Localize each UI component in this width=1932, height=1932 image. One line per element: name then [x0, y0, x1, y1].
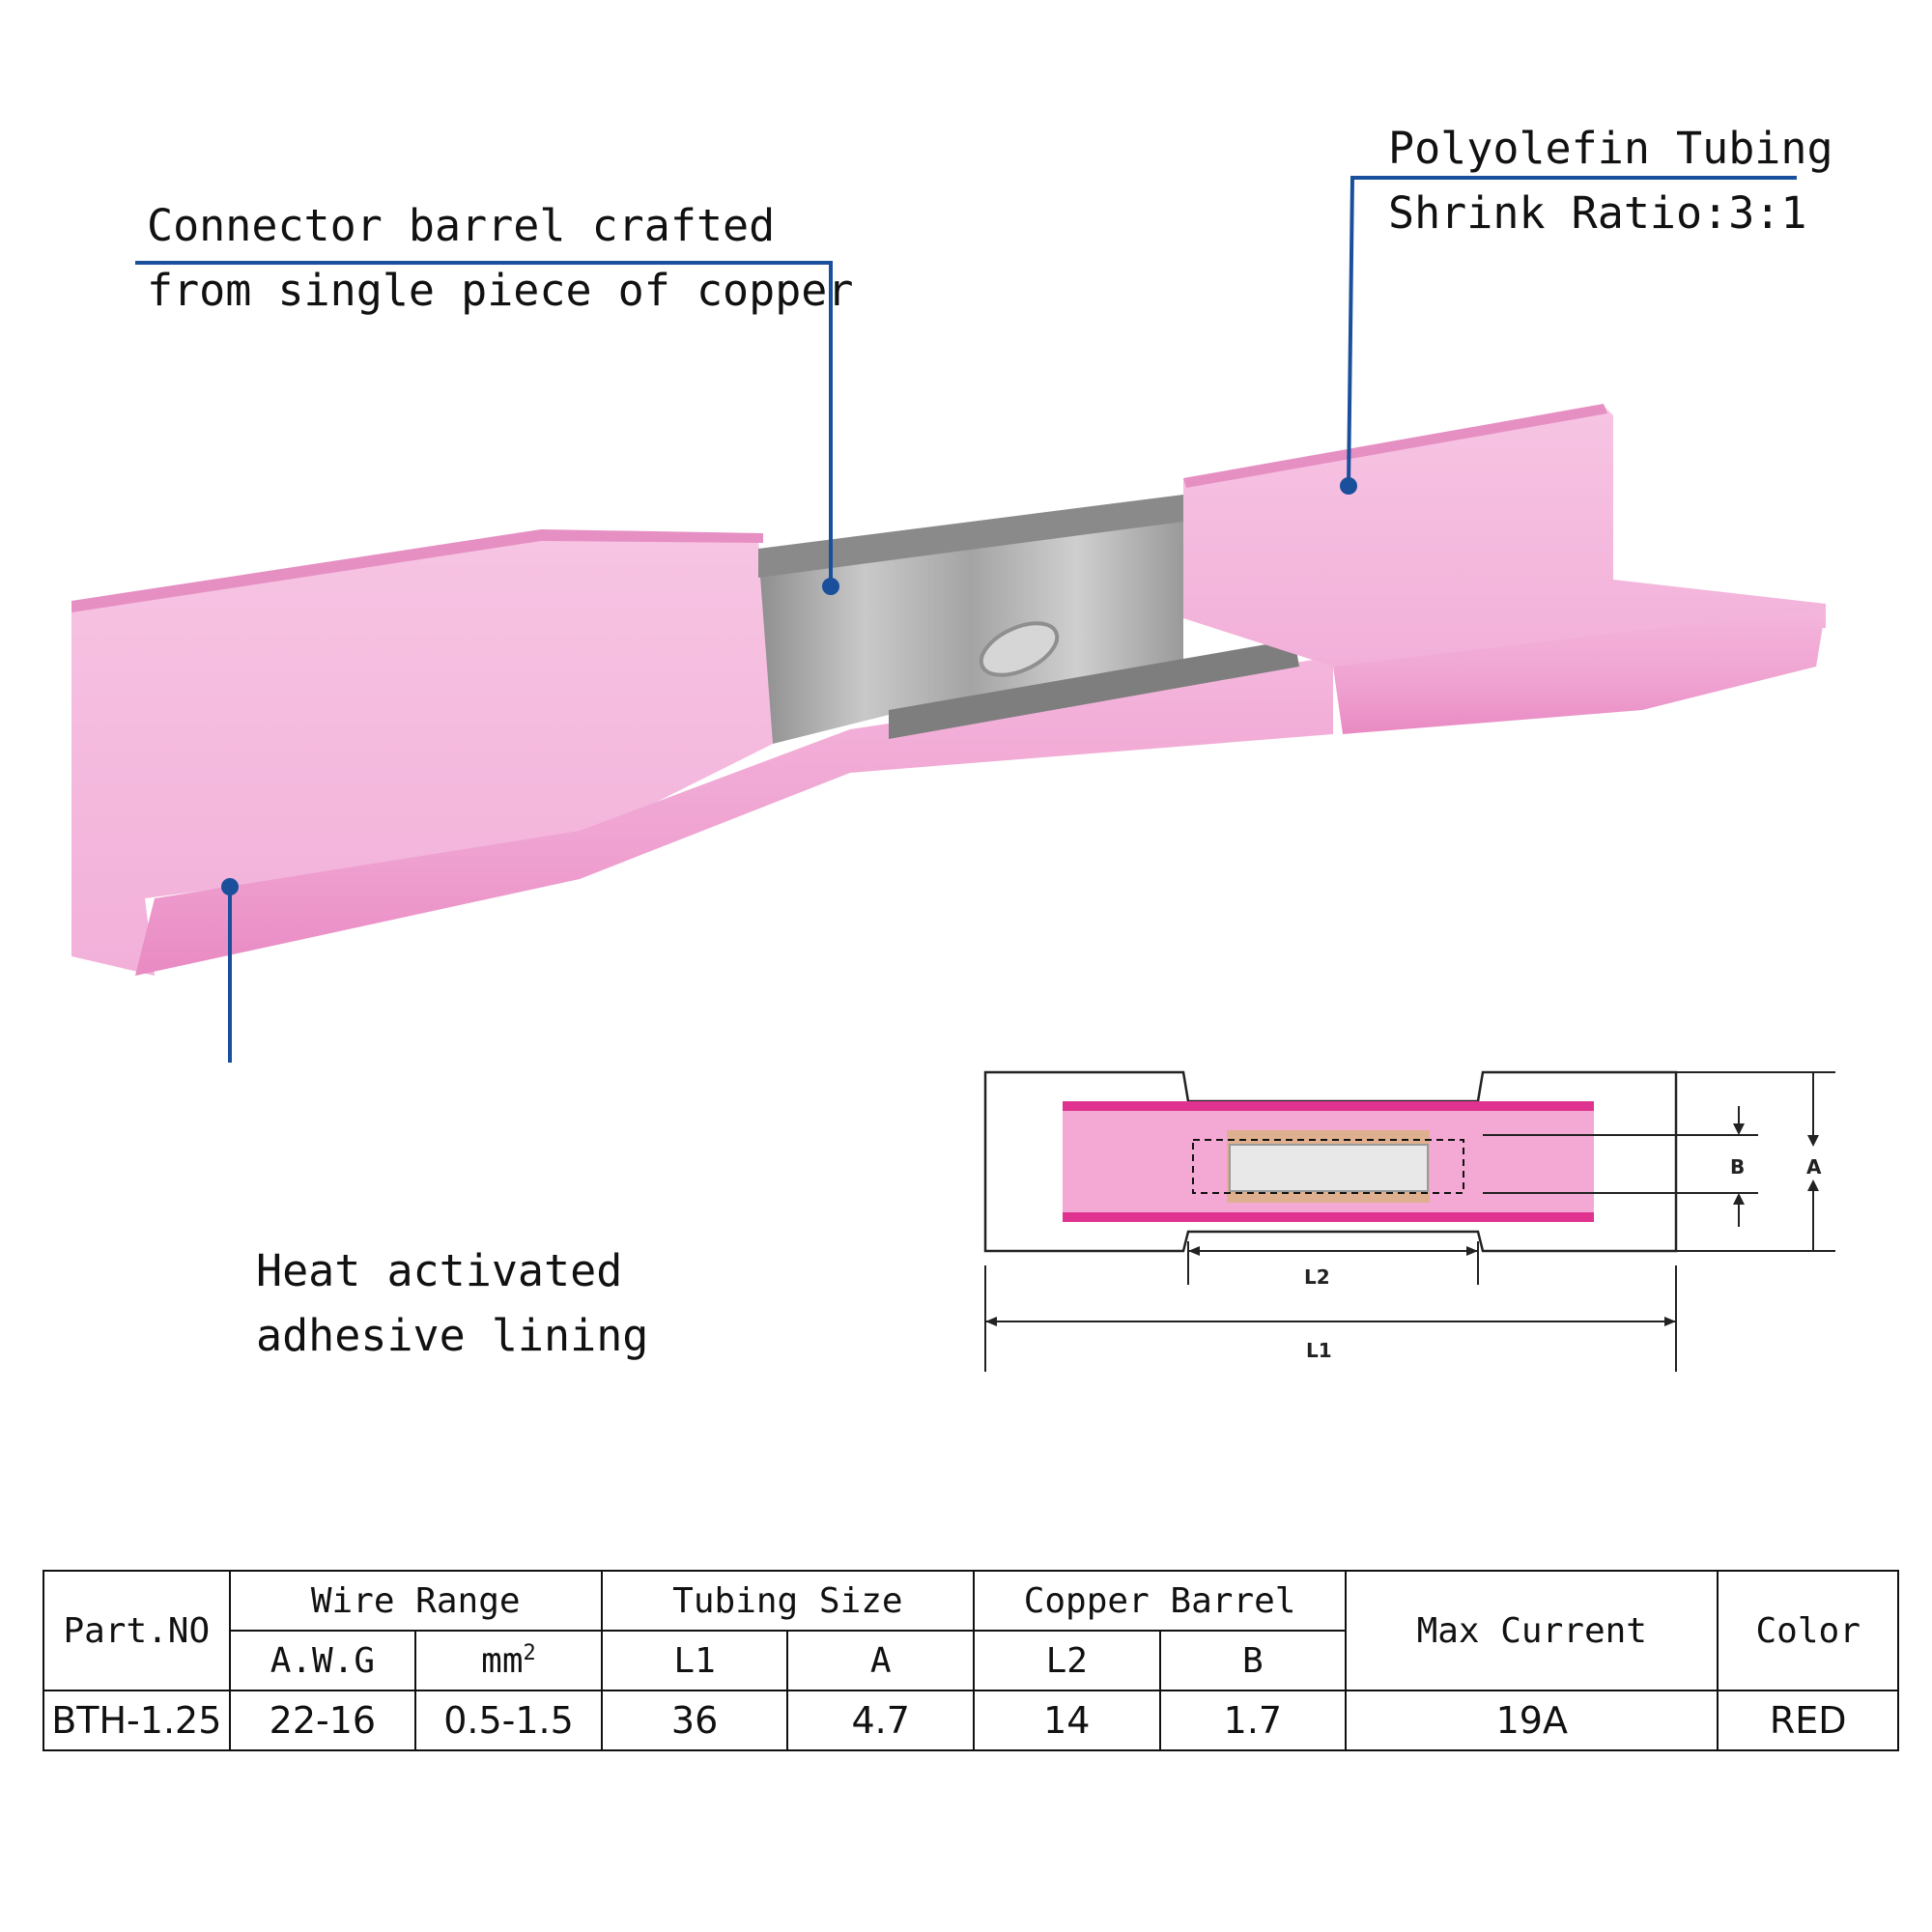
left-tube-inner-wall [71, 534, 773, 976]
header-l1: L1 [600, 1630, 789, 1691]
cell-l1: 36 [600, 1690, 789, 1751]
header-l2: L2 [972, 1630, 1161, 1691]
tubing-callout-line [1347, 176, 1797, 487]
header-a: A [786, 1630, 975, 1691]
header-mm2: mm2 [414, 1630, 603, 1691]
header-max-current: Max Current [1345, 1570, 1719, 1691]
barrel-callout-line [135, 261, 833, 586]
barrel-callout-label: Connector barrel crafted from single pie… [147, 193, 854, 323]
adhesive-callout-line [228, 887, 232, 1063]
tubing-callout-line1: Polyolefin Tubing [1388, 123, 1833, 174]
right-tube-body [1333, 609, 1826, 734]
dimension-label-l2: L2 [1304, 1265, 1330, 1289]
header-copper-barrel: Copper Barrel [972, 1570, 1348, 1632]
header-mm2-sup: 2 [523, 1640, 536, 1665]
dimension-label-l1: L1 [1306, 1339, 1332, 1362]
table-row: BTH-1.25 22-16 0.5-1.5 36 4.7 14 1.7 19A… [43, 1690, 1899, 1751]
barrel-callout-line1: Connector barrel crafted [147, 200, 776, 251]
header-awg: A.W.G [228, 1630, 417, 1691]
cell-part-no: BTH-1.25 [43, 1690, 231, 1751]
cell-awg: 22-16 [228, 1690, 417, 1751]
tubing-callout-line2: Shrink Ratio:3:1 [1388, 187, 1807, 239]
dimension-label-b: B [1730, 1155, 1746, 1179]
dimension-label-a: A [1806, 1155, 1822, 1179]
connector-cutaway-illustration [71, 176, 1826, 1063]
diagram-barrel-dashed [1192, 1139, 1464, 1194]
dimension-diagram [983, 1070, 1835, 1372]
right-tube-inner-wall [1183, 406, 1826, 667]
left-tube-top-rim [71, 529, 763, 612]
cell-l2: 14 [972, 1690, 1161, 1751]
cell-b: 1.7 [1158, 1690, 1348, 1751]
tubing-callout-dot [1340, 477, 1357, 495]
adhesive-callout-line1: Heat activated [256, 1245, 623, 1296]
header-part-no: Part.NO [43, 1570, 231, 1691]
spec-table: Part.NO Wire Range Tubing Size Copper Ba… [43, 1570, 1899, 1751]
barrel-top-edge [758, 495, 1183, 578]
adhesive-callout-line2: adhesive lining [256, 1310, 649, 1361]
barrel-callout-dot [822, 578, 839, 595]
header-mm2-text: mm [481, 1640, 524, 1681]
left-tube-front-lip [135, 657, 1333, 976]
header-wire-range: Wire Range [228, 1570, 603, 1632]
cell-mm2: 0.5-1.5 [414, 1690, 603, 1751]
diagram-wire-core [1229, 1144, 1429, 1192]
barrel-bottom-edge [889, 639, 1299, 739]
right-tube-rim [1183, 404, 1607, 488]
table-header-row-1: Part.NO Wire Range Tubing Size Copper Ba… [43, 1570, 1899, 1691]
header-color: Color [1717, 1570, 1899, 1691]
table-header-row-2: A.W.G mm2 L1 A L2 B [43, 1630, 1898, 1691]
cell-max-current: 19A [1345, 1690, 1719, 1751]
adhesive-callout-label: Heat activated adhesive lining [256, 1238, 648, 1368]
barrel-callout-line2: from single piece of copper [147, 265, 854, 316]
cell-a: 4.7 [786, 1690, 975, 1751]
barrel-inspection-hole [979, 621, 1060, 677]
header-tubing-size: Tubing Size [600, 1570, 975, 1632]
header-b: B [1158, 1630, 1348, 1691]
tubing-callout-label: Polyolefin Tubing Shrink Ratio:3:1 [1388, 116, 1833, 245]
cell-color: RED [1717, 1690, 1899, 1751]
adhesive-callout-dot [221, 878, 239, 895]
